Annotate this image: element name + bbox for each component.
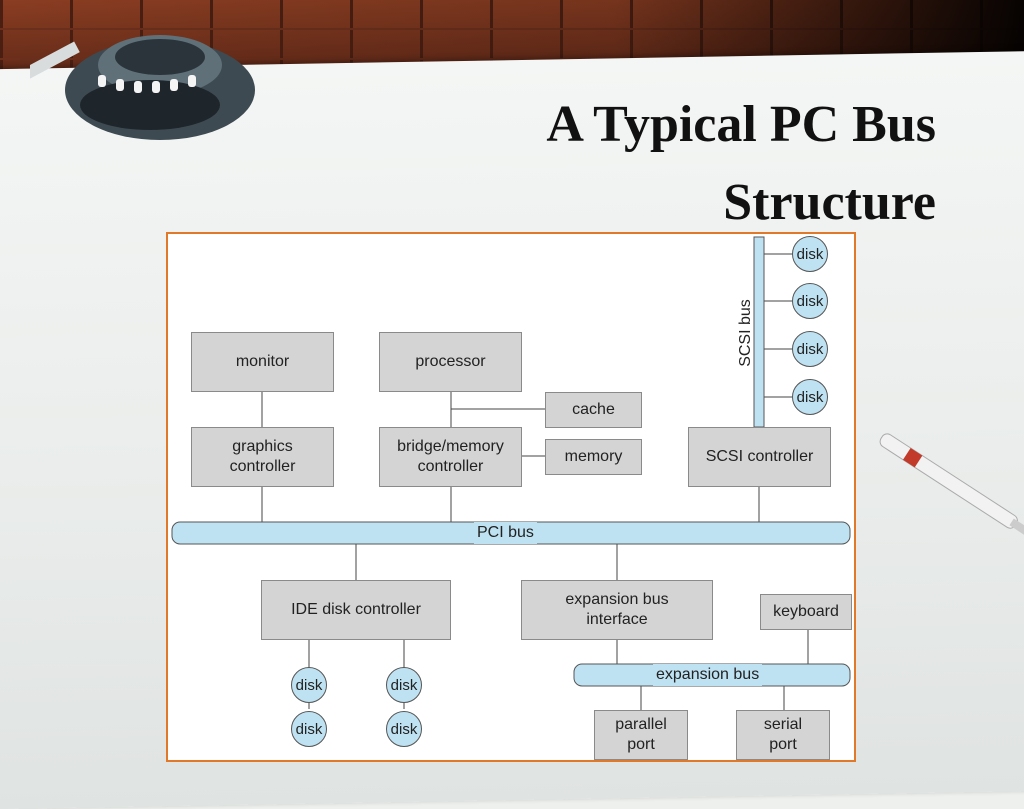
scsi-disk-4: disk bbox=[792, 379, 828, 415]
monitor-label: monitor bbox=[235, 353, 290, 370]
parallel-port-box: parallel port bbox=[594, 710, 688, 760]
pci-bus-label: PCI bus bbox=[474, 522, 537, 544]
scsi-bus-bar bbox=[753, 236, 765, 428]
graphics-controller-label: graphics controller bbox=[229, 438, 296, 475]
ide-disk-controller-label: IDE disk controller bbox=[291, 601, 421, 618]
cache-box: cache bbox=[545, 392, 642, 428]
monitor-box: monitor bbox=[191, 332, 334, 392]
bridge-memory-controller-box: bridge/memory controller bbox=[379, 427, 522, 487]
serial-port-label: serial port bbox=[763, 716, 803, 753]
processor-label: processor bbox=[415, 353, 486, 370]
parallel-port-label: parallel port bbox=[615, 716, 667, 753]
expansion-bus-interface-box: expansion bus interface bbox=[521, 580, 713, 640]
cache-label: cache bbox=[572, 401, 615, 418]
expansion-bus-label: expansion bus bbox=[653, 664, 763, 686]
memory-box: memory bbox=[545, 439, 642, 475]
keyboard-box: keyboard bbox=[760, 594, 852, 630]
bridge-memory-controller-label: bridge/memory controller bbox=[397, 438, 504, 475]
disk-label: disk bbox=[295, 676, 323, 694]
disk-label: disk bbox=[390, 720, 418, 738]
disk-label: disk bbox=[796, 245, 824, 263]
processor-box: processor bbox=[379, 332, 522, 392]
ide-disk-4: disk bbox=[386, 711, 422, 747]
scsi-controller-box: SCSI controller bbox=[688, 427, 831, 487]
slide-title: A Typical PC Bus Structure bbox=[546, 86, 936, 242]
disk-label: disk bbox=[295, 720, 323, 738]
serial-port-box: serial port bbox=[736, 710, 830, 760]
scsi-bus-label: SCSI bus bbox=[737, 299, 754, 367]
scsi-disk-2: disk bbox=[792, 283, 828, 319]
ide-disk-1: disk bbox=[291, 667, 327, 703]
disk-label: disk bbox=[796, 388, 824, 406]
graphics-controller-box: graphics controller bbox=[191, 427, 334, 487]
pc-bus-diagram: monitor processor cache memory graphics … bbox=[166, 232, 856, 762]
slide-title-line-1: A Typical PC Bus bbox=[546, 96, 936, 153]
keyboard-label: keyboard bbox=[773, 603, 839, 620]
expansion-bus-interface-label: expansion bus interface bbox=[565, 591, 669, 628]
disk-label: disk bbox=[796, 292, 824, 310]
slide-title-line-2: Structure bbox=[723, 174, 936, 231]
memory-label: memory bbox=[564, 448, 623, 465]
disk-label: disk bbox=[796, 340, 824, 358]
scsi-disk-1: disk bbox=[792, 236, 828, 272]
pen-image bbox=[879, 433, 1024, 537]
desk-lamp-image bbox=[30, 35, 255, 140]
ide-disk-3: disk bbox=[386, 667, 422, 703]
scsi-disk-3: disk bbox=[792, 331, 828, 367]
ide-disk-2: disk bbox=[291, 711, 327, 747]
disk-label: disk bbox=[390, 676, 418, 694]
scsi-controller-label: SCSI controller bbox=[705, 448, 814, 465]
ide-disk-controller-box: IDE disk controller bbox=[261, 580, 451, 640]
